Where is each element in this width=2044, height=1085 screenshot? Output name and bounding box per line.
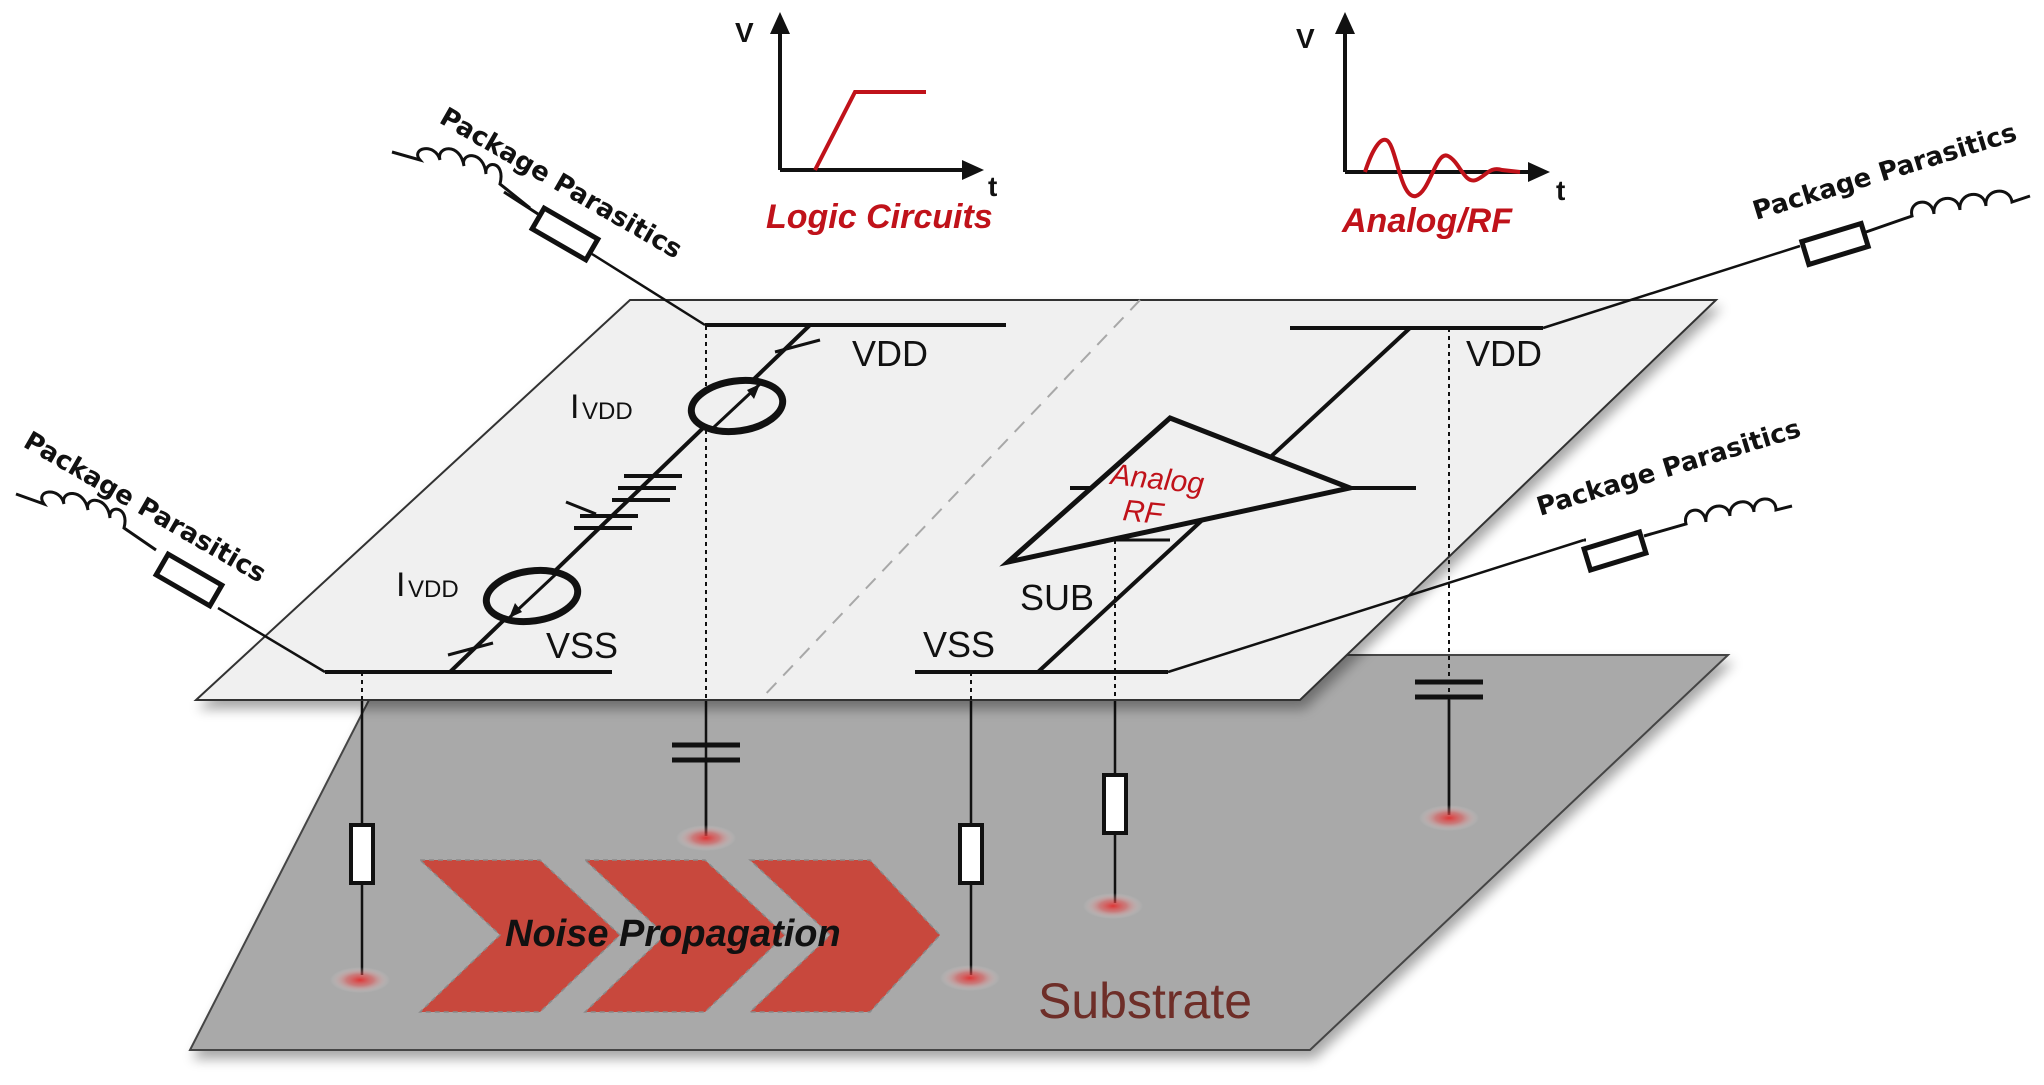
logic-y-arrow [770, 12, 790, 34]
logic-step-curve [813, 90, 926, 171]
logic-load-plates [565, 474, 682, 530]
package-parasitics-label-right-top: Package Parasitics [1749, 118, 2020, 227]
noise-propagation-label: Noise Propagation [505, 913, 841, 955]
substrate-contacts [330, 805, 1479, 993]
package-parasitic-left-top [391, 147, 602, 264]
logic-waveform-graph: V t Logic Circuits [735, 12, 997, 236]
vss-tick [447, 641, 494, 657]
analog-caption: Analog/RF [1341, 202, 1513, 240]
svg-text:I: I [570, 388, 579, 426]
current-source-bottom [482, 566, 582, 626]
analog-y-arrow [1335, 12, 1355, 34]
analog-x-label: t [1556, 175, 1565, 206]
logic-caption: Logic Circuits [766, 198, 993, 236]
package-parasitic-right-mid [1580, 497, 1793, 574]
contact-glow-1 [330, 967, 390, 993]
chevron-1 [418, 859, 622, 1013]
noise-chevrons [418, 859, 942, 1013]
vss-label-left: VSS [546, 625, 618, 666]
chevron-3 [748, 859, 942, 1013]
contact-glow-3 [940, 965, 1000, 991]
svg-text:VDD: VDD [582, 398, 633, 425]
logic-y-label: V [735, 17, 754, 48]
sub-label: SUB [1020, 577, 1094, 618]
analog-ringing-curve [1363, 137, 1521, 198]
vdd-label-right: VDD [1466, 333, 1542, 374]
logic-x-label: t [988, 171, 997, 202]
analog-waveform-graph: V t Analog/RF [1296, 12, 1565, 240]
analog-rf-amplifier [999, 415, 1359, 567]
vss-right-package-wire [1167, 538, 1585, 674]
domain-separator [759, 299, 1141, 701]
vdd-right-package-wire [1542, 244, 1801, 330]
package-parasitic-right-top [1798, 189, 2031, 268]
substrate-resistor-1 [349, 823, 375, 885]
substrate-label: Substrate [1038, 973, 1252, 1029]
chevron-2 [583, 859, 787, 1013]
ivdd-label-bottom: I VDD [396, 566, 459, 604]
substrate-resistor-2 [958, 823, 984, 885]
contact-glow-2 [676, 825, 736, 851]
svg-text:I: I [396, 566, 405, 604]
ivdd-label-top: I VDD [570, 388, 633, 426]
vss-label-right: VSS [923, 624, 995, 665]
current-source-top [687, 376, 787, 436]
analog-rf-label-line2: RF [1121, 494, 1166, 531]
analog-x-arrow [1528, 162, 1550, 182]
substrate-resistor-3 [1102, 773, 1128, 835]
analog-y-label: V [1296, 23, 1315, 54]
svg-text:VDD: VDD [408, 576, 459, 603]
logic-x-arrow [962, 160, 984, 180]
vdd-label-left: VDD [852, 333, 928, 374]
package-parasitic-left-mid [15, 490, 226, 610]
vdd-left-package-wire [591, 252, 706, 327]
vss-left-package-wire [217, 606, 326, 674]
package-parasitics-label-left-mid: Package Parasitics [19, 426, 272, 589]
contact-glow-5 [1419, 805, 1479, 831]
contact-glow-4 [1083, 893, 1143, 919]
vdd-tick [774, 338, 821, 354]
